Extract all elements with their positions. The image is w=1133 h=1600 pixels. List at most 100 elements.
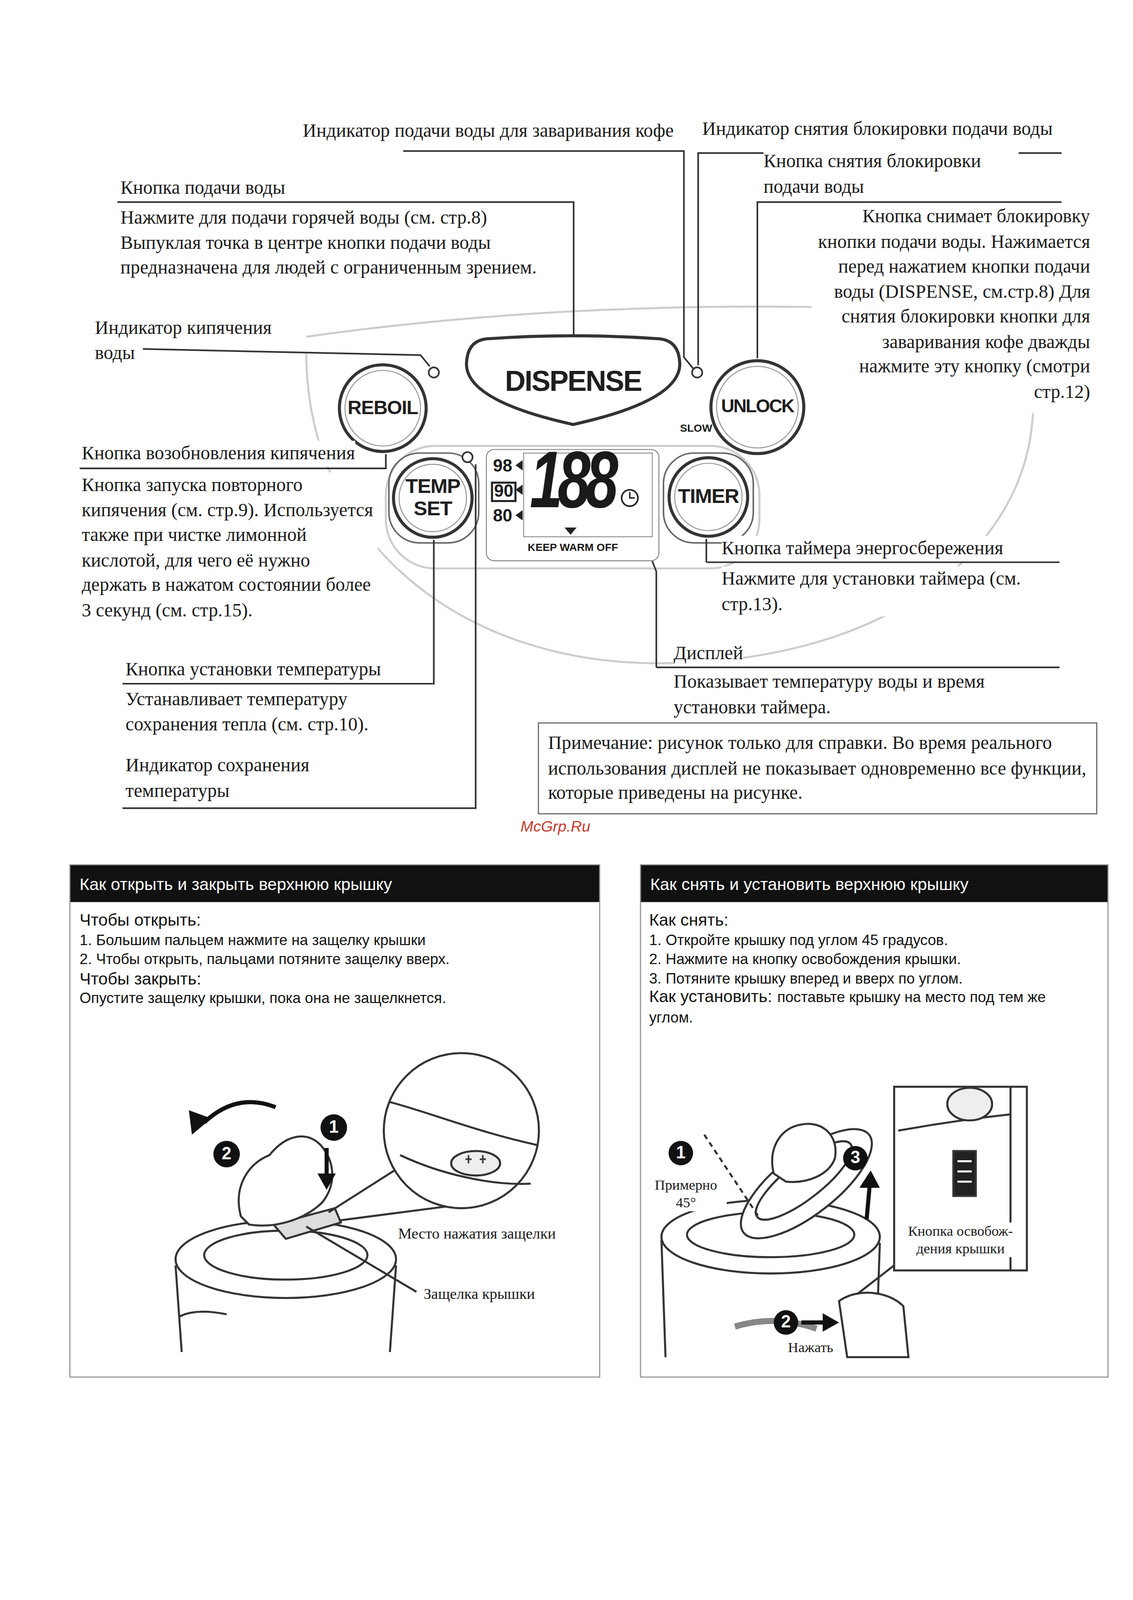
callout-text: Индикатор сохранения температуры (125, 753, 345, 804)
leader-line (640, 533, 1060, 668)
button-ring (711, 361, 805, 455)
instruction-heading: Чтобы закрыть: (79, 968, 202, 990)
instruction-text: Как установить: (649, 987, 773, 1006)
panel-heading: Как открыть и закрыть верхнюю крышку (70, 865, 600, 903)
instruction-panel: Как снять и установить верхнюю крышкуКак… (639, 864, 1109, 1379)
motion-arrow (324, 1148, 329, 1176)
watermark: McGrp.Ru (520, 817, 591, 836)
button-label: REBOIL (347, 397, 419, 419)
pot-sketch (465, 1155, 486, 1164)
button-outline (466, 335, 680, 425)
display-reading: KEEP WARM OFF (527, 541, 619, 554)
callout-number: 3 (843, 1147, 868, 1170)
lcd-arrow (564, 527, 577, 535)
pot-sketch (338, 1206, 449, 1221)
pot-sketch (724, 1110, 889, 1257)
pot-sketch (451, 1151, 501, 1177)
pot-sketch (179, 1312, 227, 1317)
motion-arrow (204, 1102, 276, 1124)
part-label: Кнопка освобож- дения крышки (896, 1222, 1026, 1258)
display-reading: 98 (493, 457, 513, 477)
callout-circle (213, 1141, 240, 1168)
lcd-display: 989080188KEEP WARM OFF (485, 448, 660, 562)
pot-sketch (661, 1240, 666, 1358)
callout-number: 1 (668, 1142, 694, 1165)
callout-circle (213, 1114, 868, 1335)
display-reading: 188 (529, 439, 614, 520)
callout-text: Дисплей (673, 640, 743, 667)
timer-button: TIMER (667, 456, 750, 538)
callout-text: Кнопка запуска повторного кипячения (см.… (81, 472, 378, 623)
instruction-text: 1. Откройте крышку под углом 45 градусов… (649, 931, 949, 950)
pot-sketch (175, 1265, 182, 1353)
instruction-text: 3. Потяните крышку вперед и вверх по угл… (649, 969, 963, 989)
instruction-heading: Чтобы открыть: (79, 909, 201, 930)
panel-header: Как открыть и закрыть верхнюю крышку (70, 865, 600, 903)
motion-arrow (189, 1102, 881, 1333)
callout-number: 2 (214, 1142, 239, 1166)
callout-text: Индикатор кипячения воды (95, 315, 300, 366)
pot-sketch (328, 1169, 397, 1213)
callout-text: Индикатор подачи воды для заваривания ко… (245, 118, 674, 144)
pot-sketch (390, 1102, 537, 1146)
callout-circle (773, 1310, 799, 1336)
callout-text: Показывает температуру воды и время уста… (673, 669, 1026, 720)
pot-sketch (661, 1110, 909, 1358)
motion-arrow (189, 1110, 212, 1136)
callout-text: Кнопка снимает блокировку кнопки подачи … (811, 204, 1091, 405)
clock-icon (629, 492, 636, 499)
callout-text: Кнопка возобновления кипячения (81, 440, 355, 467)
lcd-arrow (515, 510, 523, 521)
indicator-label: SLOW (677, 421, 715, 434)
detail-inset (894, 1086, 1027, 1271)
dispense-button: DISPENSE (464, 336, 683, 427)
pot-sketch (383, 1053, 540, 1209)
lcd-arrow (515, 460, 523, 471)
button-ring (674, 463, 743, 531)
detail-inset (953, 1151, 976, 1197)
button-frame (663, 453, 754, 543)
angle-label: Примерно 45° (645, 1176, 727, 1212)
button-label: UNLOCK (721, 397, 794, 418)
button-ring (399, 464, 467, 533)
pot-sketch (857, 1265, 895, 1295)
pot-sketch (175, 1053, 540, 1353)
pot-sketch (838, 1293, 909, 1358)
callout-circle (843, 1146, 868, 1172)
indicator-lamp (428, 367, 439, 378)
callout-text: Нажмите для подачи горячей воды (см. стр… (120, 205, 550, 281)
motion-arrow (822, 1313, 839, 1333)
reboil-button: REBOIL (337, 363, 428, 454)
motion-arrow (866, 1186, 870, 1220)
motion-arrow (317, 1173, 336, 1191)
button-ring (716, 366, 799, 448)
pot-sketch (238, 1136, 333, 1227)
instruction-text: 2. Чтобы открыть, пальцами потяните заще… (79, 950, 450, 969)
instruction-text: 1. Большим пальцем нажмите на защелку кр… (79, 931, 426, 950)
detail-inset (947, 1087, 993, 1121)
button-label: DISPENSE (504, 366, 642, 398)
clock-icon (621, 489, 638, 506)
button-ring (339, 364, 427, 452)
detail-inset (957, 1161, 972, 1182)
panel-heading: Как снять и установить верхнюю крышку (640, 865, 1108, 903)
callout-text: Кнопка таймера энергосбережения (721, 535, 1004, 562)
note-text: Примечание: рисунок только для справки. … (538, 723, 1096, 813)
button-ring (668, 457, 748, 537)
part-label: Место нажатия защелки (398, 1224, 556, 1245)
callout-text: Кнопка установки температуры (125, 657, 381, 683)
callout-text: Кнопка снятия блокировки подачи воды (763, 149, 1019, 200)
callout-text: Устанавливает температуру сохранения теп… (125, 686, 427, 737)
panel-header: Как снять и установить верхнюю крышку (640, 865, 1108, 903)
button-label: TIMER (677, 485, 739, 508)
instruction-text: 2. Нажмите на кнопку освобождения крышки… (649, 950, 962, 969)
instruction-heading: Как снять: (649, 909, 729, 930)
display-reading: 80 (493, 507, 513, 526)
instruction-text: Опустите защелку крышки, пока она не защ… (79, 989, 447, 1008)
callout-text: Кнопка подачи воды (120, 175, 286, 201)
temp-set-button: TEMP SET (391, 457, 474, 540)
note-box: Примечание: рисунок только для справки. … (537, 722, 1097, 814)
callout-circle (668, 1141, 694, 1166)
button-ring (344, 370, 421, 447)
